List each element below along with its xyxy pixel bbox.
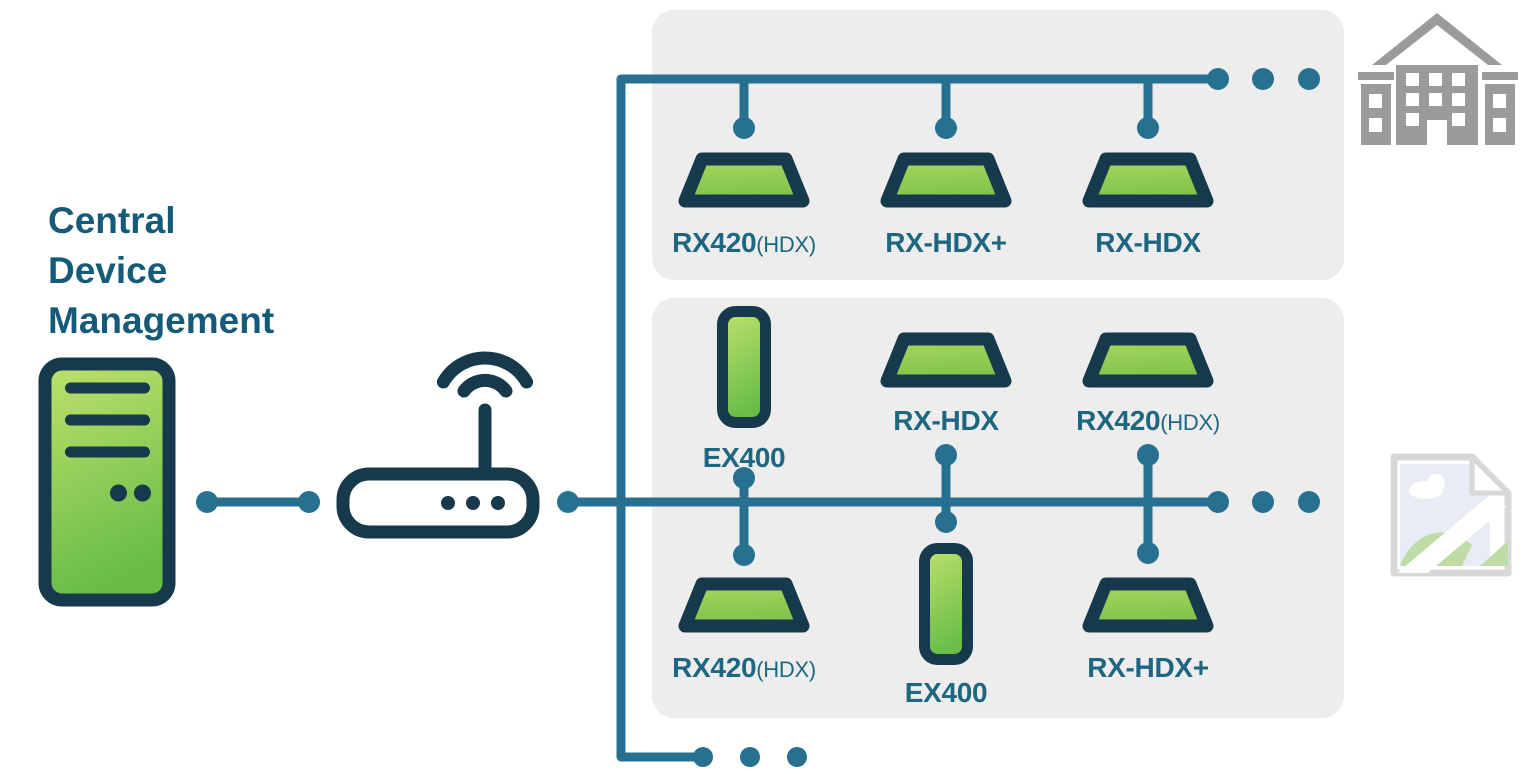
device-label: EX400 xyxy=(904,677,988,708)
device-group-panel-1 xyxy=(652,10,1344,280)
thin-client-icon xyxy=(678,577,810,633)
ellipsis-dot xyxy=(1252,68,1274,90)
ellipsis-dot xyxy=(1298,491,1320,513)
device-label: RX-HDX xyxy=(1095,227,1201,258)
title-line: Central xyxy=(48,200,176,241)
page-title: Central Device Management xyxy=(48,196,274,346)
device-label: RX420(HDX) xyxy=(672,227,816,258)
ellipsis-dot xyxy=(1298,68,1320,90)
wifi-router-icon xyxy=(336,351,540,539)
device-rx420hdx: RX420(HDX) xyxy=(634,147,854,263)
thin-client-icon xyxy=(1082,332,1214,388)
device-label: RX420(HDX) xyxy=(1076,405,1220,436)
title-line: Device xyxy=(48,250,168,291)
thin-client-icon xyxy=(880,152,1012,208)
ellipsis-dot xyxy=(1252,491,1274,513)
device-label: RX-HDX+ xyxy=(1087,652,1209,683)
device-rx-hdx: RX-HDX xyxy=(1038,147,1258,263)
device-label: RX-HDX+ xyxy=(885,227,1007,258)
ellipsis-dot xyxy=(740,747,760,767)
pc-tower-icon xyxy=(919,543,973,665)
thin-client-icon xyxy=(1082,577,1214,633)
device-rx420hdx: RX420(HDX) xyxy=(1038,327,1258,441)
office-building-icon xyxy=(1358,13,1518,145)
device-label: EX400 xyxy=(702,442,786,473)
device-rx-hdx-plus: RX-HDX+ xyxy=(836,147,1056,263)
ellipsis-dot xyxy=(693,747,713,767)
device-rx-hdx-plus: RX-HDX+ xyxy=(1038,572,1258,688)
thin-client-icon xyxy=(1082,152,1214,208)
server-tower-icon xyxy=(38,357,176,607)
ellipsis-dot xyxy=(787,747,807,767)
device-rx420hdx: RX420(HDX) xyxy=(634,572,854,688)
network-trunk xyxy=(616,74,1218,762)
device-ex400: EX400 xyxy=(836,541,1056,713)
image-placeholder-icon xyxy=(1390,453,1512,577)
thin-client-icon xyxy=(880,332,1012,388)
device-label: RX-HDX xyxy=(893,405,999,436)
device-rx-hdx: RX-HDX xyxy=(836,327,1056,441)
title-line: Management xyxy=(48,300,275,341)
device-ex400: EX400 xyxy=(634,304,854,478)
device-label: RX420(HDX) xyxy=(672,652,816,683)
thin-client-icon xyxy=(678,152,810,208)
pc-tower-icon xyxy=(717,306,771,428)
